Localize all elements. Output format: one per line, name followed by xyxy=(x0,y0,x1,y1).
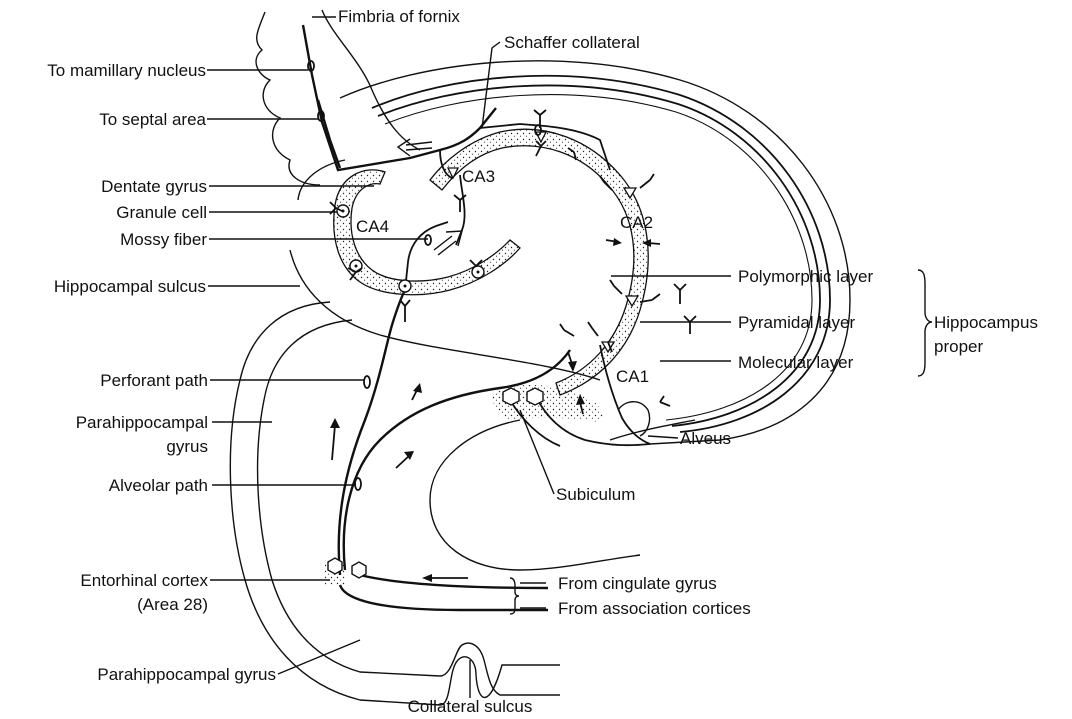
parahippocampal-outline-outer xyxy=(230,302,440,705)
arrowhead-4 xyxy=(422,574,432,582)
region-ca1: CA1 xyxy=(616,367,649,386)
label-parahippocampal-gyrus-bottom: Parahippocampal gyrus xyxy=(97,665,276,684)
label-hippocampus: Hippocampus xyxy=(934,313,1038,332)
afferent-brace xyxy=(510,578,519,614)
label-subiculum: Subiculum xyxy=(556,485,635,504)
label-entorhinal-cortex: Entorhinal cortex xyxy=(80,571,208,590)
label-area-28: (Area 28) xyxy=(137,595,208,614)
outer-ventricle-wall xyxy=(340,61,850,444)
lateral-ventricle-outline xyxy=(256,12,320,185)
fiber-pathways xyxy=(303,25,650,610)
label-mamillary: To mamillary nucleus xyxy=(47,61,206,80)
region-ca2: CA2 xyxy=(620,213,653,232)
label-pyramidal-layer: Pyramidal layer xyxy=(738,313,855,332)
granule-cell-3 xyxy=(399,280,411,292)
label-hippocampal-sulcus: Hippocampal sulcus xyxy=(54,277,206,296)
label-granule-cell: Granule cell xyxy=(116,203,207,222)
open-arrow-mossy xyxy=(434,231,462,255)
label-collateral-sulcus: Collateral sulcus xyxy=(408,697,533,716)
fimbria-outline xyxy=(322,10,420,150)
arrowhead-1 xyxy=(330,418,340,428)
label-proper: proper xyxy=(934,337,983,356)
label-perforant-path: Perforant path xyxy=(100,371,208,390)
label-alveolar-path: Alveolar path xyxy=(109,476,208,495)
region-ca3: CA3 xyxy=(462,167,495,186)
label-from-association: From association cortices xyxy=(558,599,751,618)
alveus-line-1 xyxy=(372,76,830,432)
label-polymorphic-layer: Polymorphic layer xyxy=(738,267,873,286)
label-mossy-fiber: Mossy fiber xyxy=(120,230,207,249)
collateral-sulcus-shape xyxy=(440,643,560,695)
entorhinal-cell-2 xyxy=(352,562,366,578)
afferent-cingulate xyxy=(360,575,548,588)
label-fimbria: Fimbria of fornix xyxy=(338,7,460,26)
label-parahippocampal: Parahippocampal xyxy=(76,413,208,432)
arrow-up-perforant xyxy=(332,425,335,460)
granule-cell-4 xyxy=(472,266,484,278)
arrowhead-3 xyxy=(413,383,422,393)
granule-cell-1 xyxy=(337,205,349,217)
subicular-cell-2 xyxy=(527,388,543,405)
label-alveus: Alveus xyxy=(680,429,731,448)
region-ca4: CA4 xyxy=(356,217,389,236)
label-septal: To septal area xyxy=(99,110,206,129)
subicular-cell-1 xyxy=(503,388,519,405)
arrowhead-5 xyxy=(568,361,577,372)
arrowhead-7 xyxy=(613,238,622,246)
leader-lines xyxy=(207,17,731,698)
entorhinal-cell-1 xyxy=(328,558,342,574)
hippocampal-sulcus-curve xyxy=(290,250,600,380)
label-molecular-layer: Molecular layer xyxy=(738,353,854,372)
label-schaffer-collateral: Schaffer collateral xyxy=(504,33,640,52)
label-gyrus: gyrus xyxy=(166,437,208,456)
label-dentate-gyrus: Dentate gyrus xyxy=(101,177,207,196)
cell-layers xyxy=(325,129,648,585)
label-from-cingulate: From cingulate gyrus xyxy=(558,574,717,593)
hippocampus-proper-brace xyxy=(918,270,932,376)
